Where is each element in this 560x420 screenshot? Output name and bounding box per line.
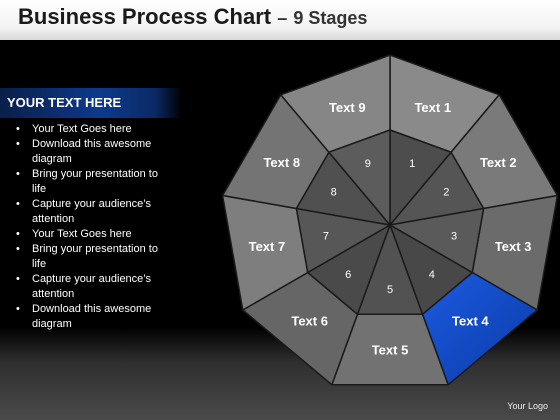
title-bar: Business Process Chart – 9 Stages <box>0 0 560 40</box>
stage-5-label: Text 5 <box>372 343 409 358</box>
stage-6-number: 6 <box>345 269 351 281</box>
logo-placeholder: Your Logo <box>507 401 548 411</box>
title-separator: – <box>277 8 288 28</box>
bullet-item: Download this awesome diagram <box>14 137 174 167</box>
bullet-item: Your Text Goes here <box>14 122 174 137</box>
stage-4-number: 4 <box>429 269 435 281</box>
stage-9-number: 9 <box>365 158 371 170</box>
stage-5-number: 5 <box>387 284 393 296</box>
stage-4-label: Text 4 <box>452 313 489 328</box>
stage-7-number: 7 <box>323 230 329 242</box>
sidebar-header-band: YOUR TEXT HERE <box>0 88 182 118</box>
stage-1-number: 1 <box>409 158 415 170</box>
bullet-item: Bring your presentation to life <box>14 167 174 197</box>
stage-9-inner-segment <box>328 129 391 226</box>
bullet-list: Your Text Goes here Download this awesom… <box>14 122 174 332</box>
stage-9-label: Text 9 <box>329 100 366 115</box>
stage-8-label: Text 8 <box>263 155 300 170</box>
page-title: Business Process Chart – 9 Stages <box>18 4 367 30</box>
stage-1-label: Text 1 <box>414 100 451 115</box>
stage-3-label: Text 3 <box>495 239 532 254</box>
bullet-item: Bring your presentation to life <box>14 242 174 272</box>
sidebar-title: YOUR TEXT HERE <box>7 95 122 110</box>
title-text: Business Process Chart <box>18 4 272 29</box>
bullet-item: Download this awesome diagram <box>14 302 174 332</box>
stage-7-label: Text 7 <box>249 239 286 254</box>
bullet-item: Capture your audience’s attention <box>14 197 174 227</box>
stage-2-label: Text 2 <box>480 155 517 170</box>
stage-3-number: 3 <box>451 230 457 242</box>
stage-2-number: 2 <box>443 187 449 199</box>
bullet-item: Capture your audience’s attention <box>14 272 174 302</box>
stage-6-label: Text 6 <box>291 313 328 328</box>
bullet-item: Your Text Goes here <box>14 227 174 242</box>
title-stage-count: 9 Stages <box>293 8 368 28</box>
stage-8-number: 8 <box>331 187 337 199</box>
